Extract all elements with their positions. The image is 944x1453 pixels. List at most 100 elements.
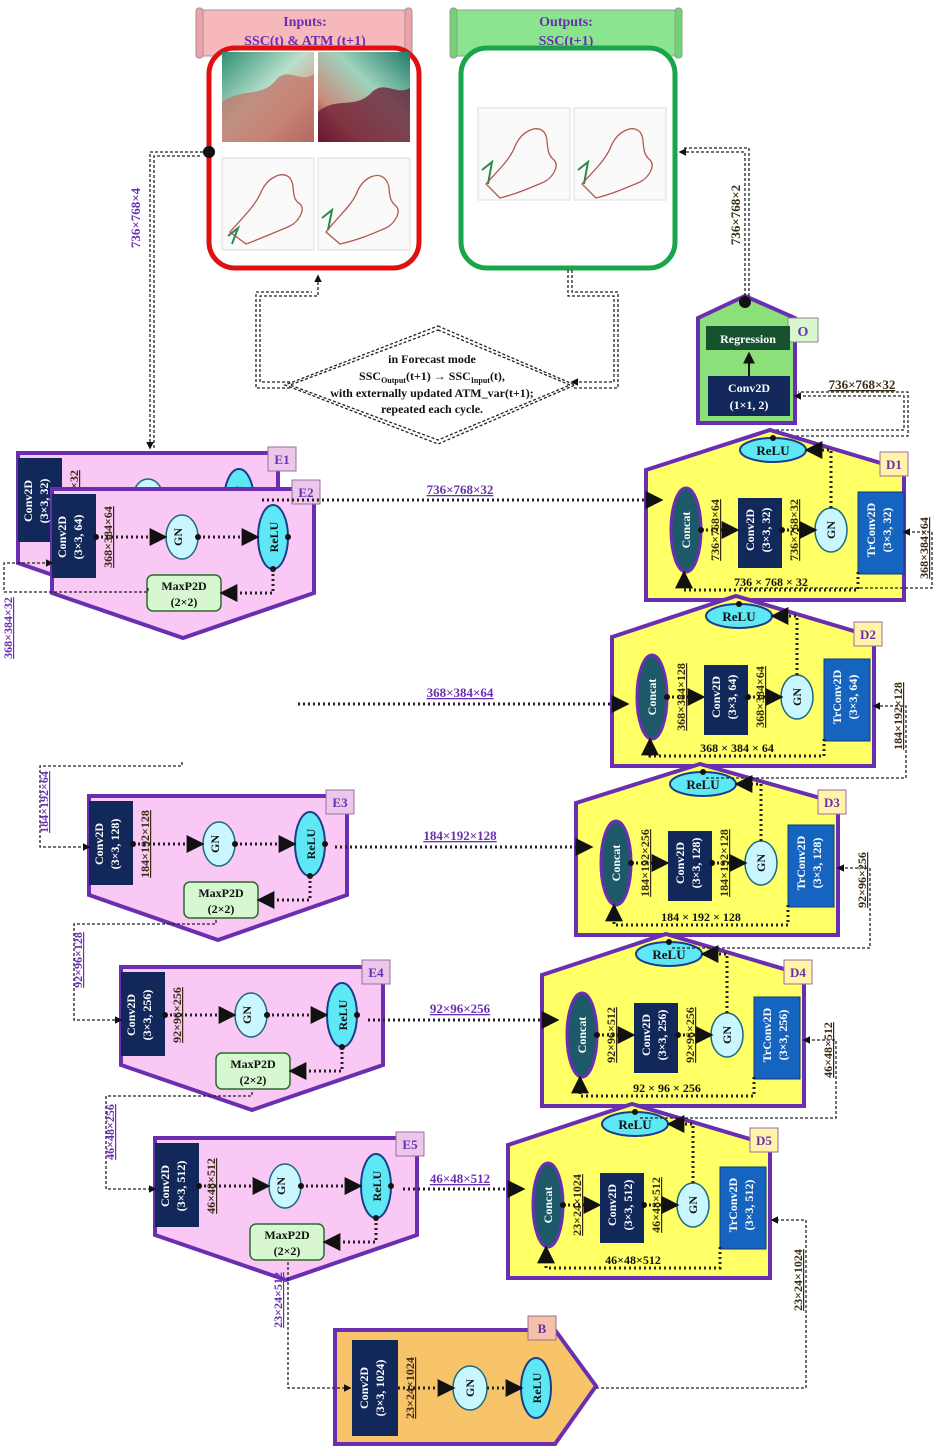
decoder-conv-label: Conv2D: [709, 676, 723, 718]
decoder-bottom-shape: 92 × 96 × 256: [633, 1081, 701, 1095]
decoder-conv-params: (3×3, 256): [655, 1010, 669, 1061]
input-tap-dot: [203, 146, 215, 158]
encoder-conv-label: Conv2D: [158, 1165, 172, 1207]
skip-shape-e3: 184×192×128: [423, 828, 497, 843]
bottleneck-in-shape: 23×24×512: [271, 1272, 285, 1328]
decoder-tag-d4: D4: [790, 965, 806, 980]
concat-shape: 368×384×128: [674, 663, 688, 731]
input-to-e1-arrow-2: [154, 156, 200, 448]
decoder-conv-params: (3×3, 128): [689, 838, 703, 889]
output-tag: O: [798, 325, 809, 340]
outputs-to-forecast-arrow-2: [572, 270, 618, 388]
trconv-label: TrConv2D: [830, 669, 844, 724]
node-dot: [196, 1183, 202, 1189]
encoder-conv-params: (3×3, 32): [37, 479, 51, 524]
trconv-label: TrConv2D: [726, 1177, 740, 1232]
concat-shape: 736×768×64: [708, 499, 722, 561]
input-to-e1-arrow: [150, 152, 203, 448]
node-dot: [298, 1183, 304, 1189]
concat-shape: 184×192×256: [638, 829, 652, 897]
relu-label: ReLU: [618, 1117, 652, 1132]
maxpool-params: (2×2): [208, 902, 235, 916]
maxpool-label: MaxP2D: [230, 1057, 276, 1071]
output-conv-label: Conv2D: [728, 381, 770, 395]
node-dot: [322, 841, 328, 847]
trconv-params: (3×3, 64): [846, 675, 860, 720]
relu-label: ReLU: [652, 947, 686, 962]
node-dot: [285, 534, 291, 540]
node-dot: [675, 1032, 681, 1038]
decoder-conv-label: Conv2D: [673, 842, 687, 884]
upsample-shape-d4: 46×48×512: [821, 1022, 835, 1078]
input-image-3: [222, 158, 314, 250]
node-dot: [594, 1032, 600, 1038]
encoder-conv-params: (3×3, 512): [174, 1161, 188, 1212]
forecast-to-inputs-arrow-2: [256, 292, 312, 388]
node-dot: [698, 527, 704, 533]
downsample-shape-e2: 368×384×32: [1, 597, 15, 659]
node-dot: [130, 841, 136, 847]
node-dot: [700, 769, 706, 775]
node-dot: [666, 939, 672, 945]
node-dot: [632, 1109, 638, 1115]
decoder-tag-d1: D1: [886, 457, 902, 472]
relu-label: ReLU: [304, 828, 318, 859]
forecast-line4: repeated each cycle.: [381, 402, 483, 416]
trconv-params: (3×3, 256): [776, 1010, 790, 1061]
maxpool-params: (2×2): [171, 595, 198, 609]
node-dot: [560, 1202, 566, 1208]
decoder-tag-d5: D5: [756, 1133, 772, 1148]
encoder-tag-e5: E5: [402, 1137, 418, 1152]
node-dot: [354, 1012, 360, 1018]
decoder-conv-label: Conv2D: [639, 1014, 653, 1056]
network-blocks: E1Conv2D(3×3, 32)736×768×32GNReLUMaxP2D(…: [1, 430, 932, 1444]
encoder-tag-e4: E4: [368, 965, 384, 980]
gn-label: GN: [274, 1177, 288, 1195]
trconv-params: (3×3, 32): [880, 508, 894, 553]
decoder-tag-d3: D3: [824, 795, 840, 810]
skip-shape-e4: 92×96×256: [430, 1001, 491, 1016]
encoder-tag-e3: E3: [332, 795, 348, 810]
decoder-conv-label: Conv2D: [743, 509, 757, 551]
relu-label: ReLU: [370, 1170, 384, 1201]
node-dot: [770, 435, 776, 441]
input-image-2: [318, 52, 410, 142]
gn-label: GN: [790, 688, 804, 706]
gn-label: GN: [240, 1006, 254, 1024]
trconv-label: TrConv2D: [864, 502, 878, 557]
downsample-shape-e3: 184×192×64: [37, 771, 51, 833]
gn-label: GN: [686, 1196, 700, 1214]
output-shape-label: 736×768×2: [728, 185, 743, 245]
bottleneck-conv-params: (3×3, 1024): [373, 1360, 387, 1417]
gn-label: GN: [754, 854, 768, 872]
node-dot: [736, 601, 742, 607]
node-dot: [232, 841, 238, 847]
node-dot: [388, 1183, 394, 1189]
skip-shape-e5: 46×48×512: [430, 1171, 490, 1186]
regression-label: Regression: [720, 332, 776, 346]
concat-label: Concat: [679, 512, 693, 549]
maxpool-label: MaxP2D: [161, 579, 207, 593]
outputs-title-line1: Outputs:: [539, 15, 593, 30]
node-dot: [93, 534, 99, 540]
encoder-conv-params: (3×3, 128): [108, 819, 122, 870]
concat-shape: 23×24×1024: [570, 1174, 584, 1236]
decoder-bottom-shape: 368 × 384 × 64: [700, 741, 774, 755]
trconv-label: TrConv2D: [794, 835, 808, 890]
trconv-label: TrConv2D: [760, 1007, 774, 1062]
concat-label: Concat: [645, 679, 659, 716]
encoder-conv-label: Conv2D: [92, 823, 106, 865]
decoder-bottom-shape: 184 × 192 × 128: [661, 910, 741, 924]
node-dot: [779, 527, 785, 533]
encoder-tag-e2: E2: [298, 485, 313, 500]
gn-label: GN: [720, 1026, 734, 1044]
concat-shape: 92×96×512: [604, 1007, 618, 1063]
relu-label: ReLU: [336, 999, 350, 1030]
input-shape-label: 736×768×4: [128, 187, 143, 248]
output-tap-dot: [739, 296, 751, 308]
node-dot: [709, 860, 715, 866]
decoder-conv-params: (3×3, 32): [759, 508, 773, 553]
outputs-to-forecast-arrow: [568, 270, 614, 382]
